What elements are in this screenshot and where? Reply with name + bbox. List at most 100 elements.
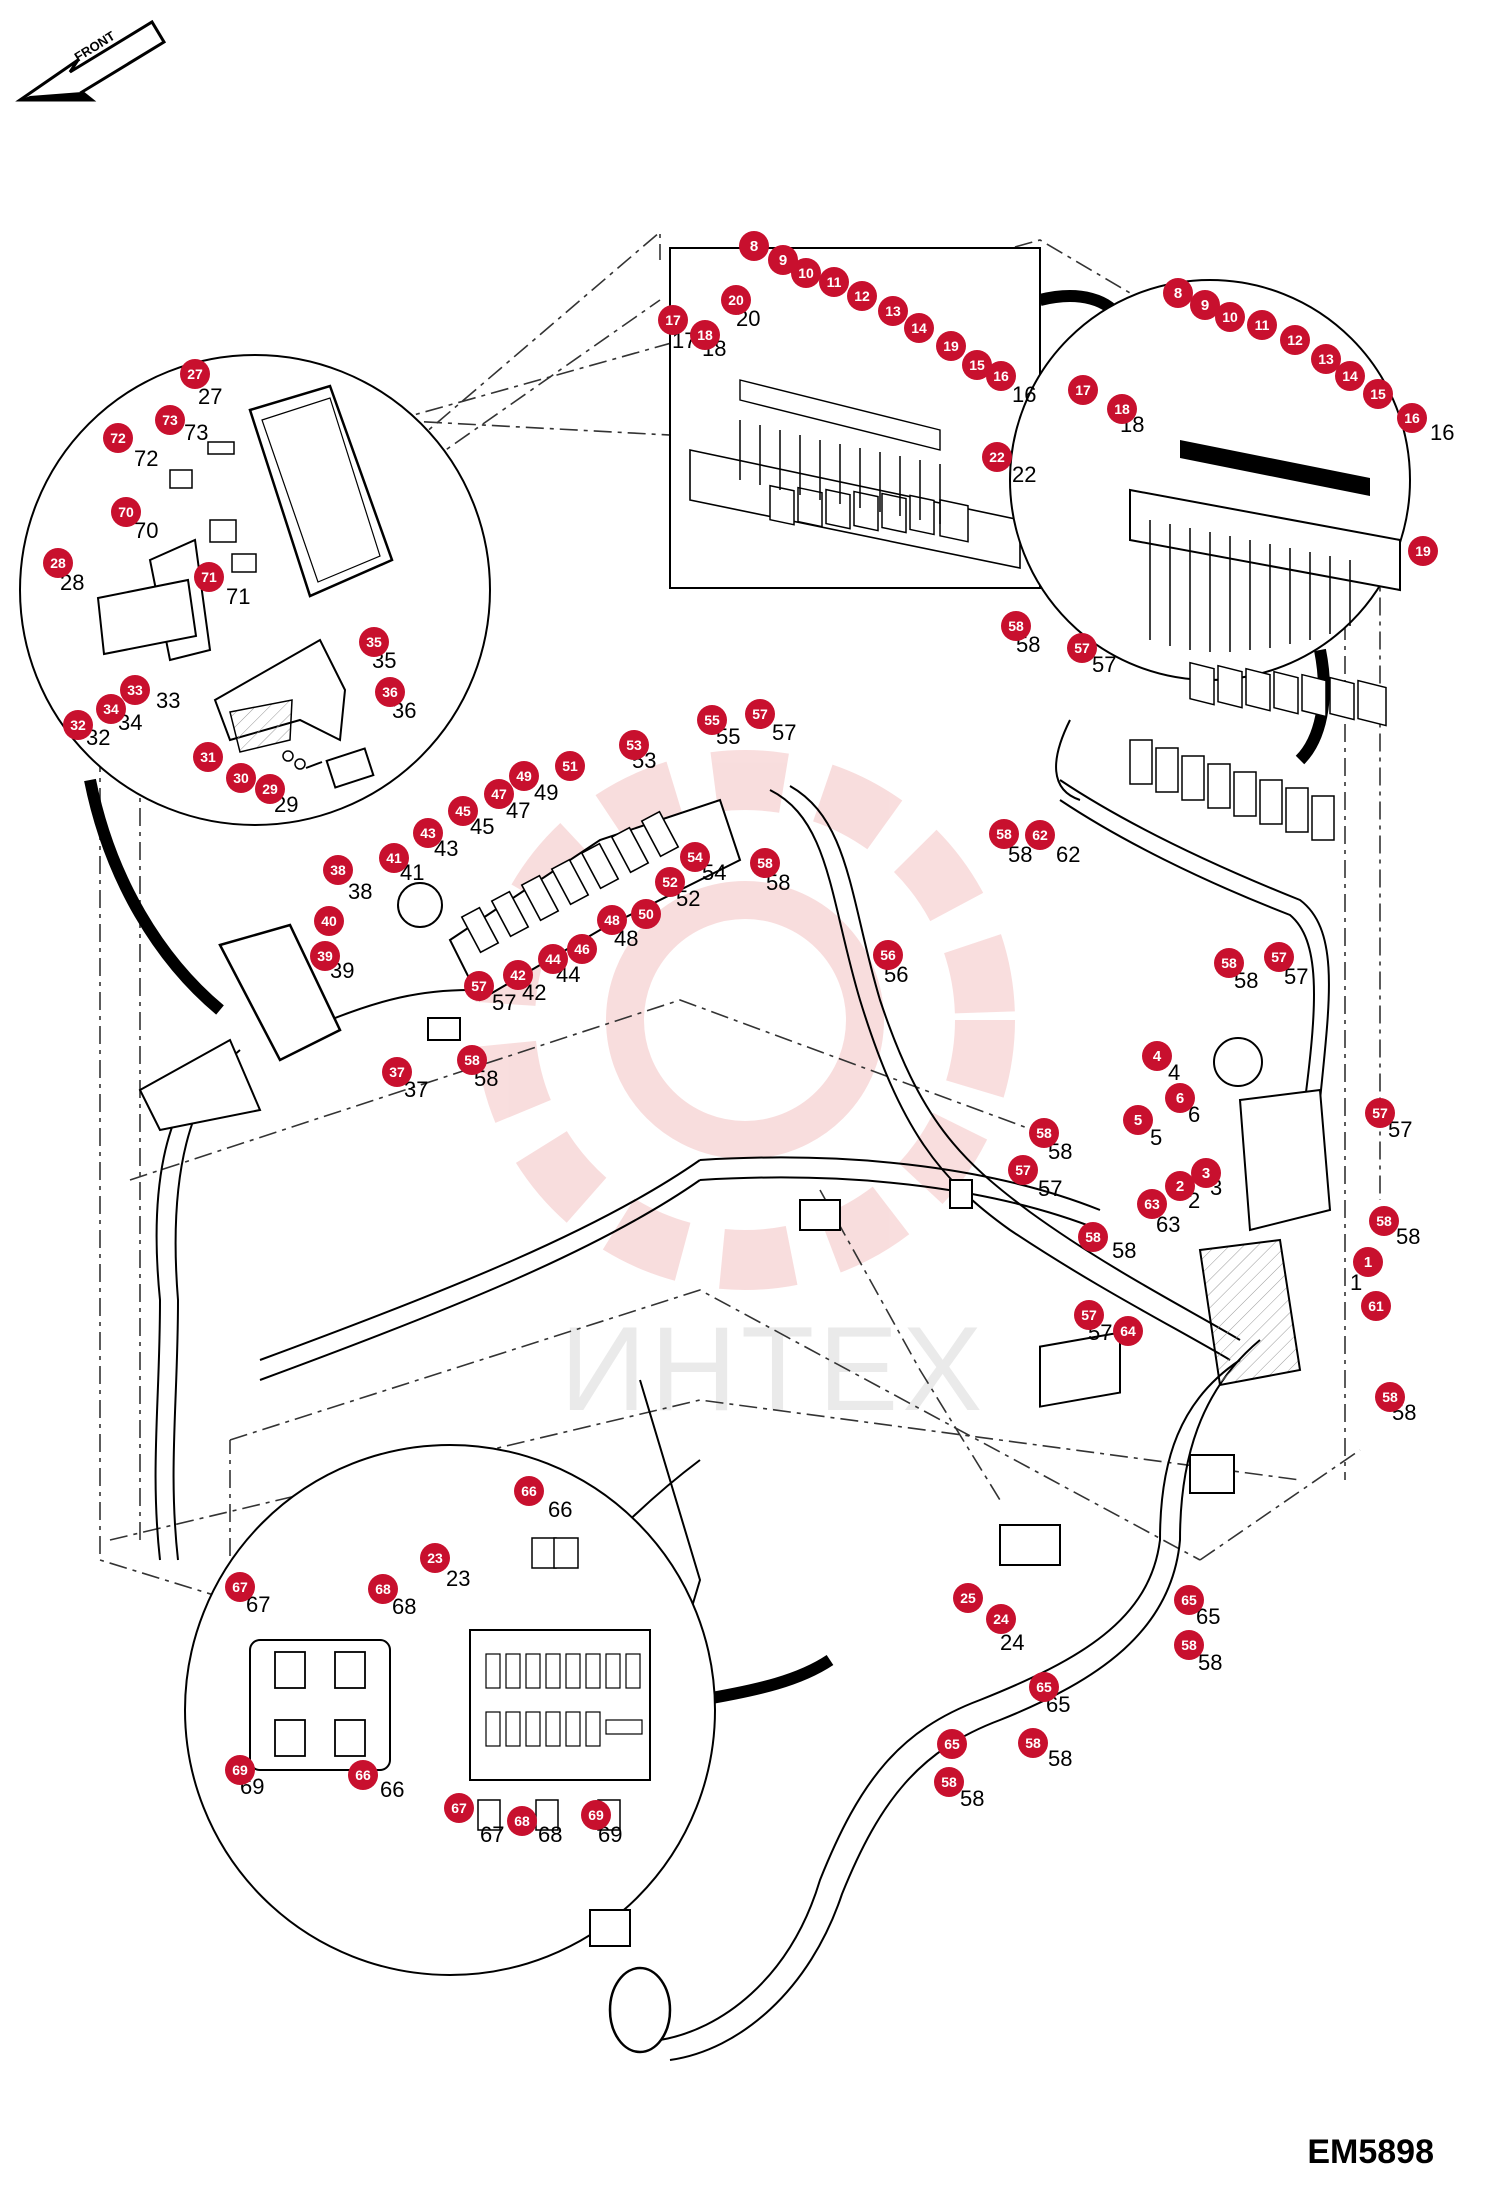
callout-circle xyxy=(368,1574,398,1604)
callout-badge: 52 xyxy=(655,867,685,897)
callout-badge: 65 xyxy=(1029,1672,1059,1702)
watermark: ИНТЕХ xyxy=(475,750,1015,1436)
callout-badge: 18 xyxy=(1107,394,1137,424)
callout-number: 33 xyxy=(127,682,143,698)
callout-badge: 73 xyxy=(155,405,185,435)
front-arrow: FRONT xyxy=(15,19,167,102)
callout-circle xyxy=(986,361,1016,391)
part-label: 57 xyxy=(492,990,516,1015)
callout-circle xyxy=(193,742,223,772)
callout-number: 11 xyxy=(827,274,842,290)
callout-circle xyxy=(658,305,688,335)
callout-number: 18 xyxy=(697,327,713,343)
callout-number: 30 xyxy=(233,770,249,786)
callout-number: 57 xyxy=(1074,640,1090,656)
callout-circle xyxy=(310,941,340,971)
callout-circle xyxy=(538,944,568,974)
callout-badge: 44 xyxy=(538,944,568,974)
callout-number: 14 xyxy=(1342,368,1358,384)
callout-badge: 46 xyxy=(567,934,597,964)
callout-circle xyxy=(1123,1105,1153,1135)
callout-badge: 68 xyxy=(368,1574,398,1604)
callout-circle xyxy=(1369,1206,1399,1236)
callout-number: 57 xyxy=(471,978,487,994)
callout-badge: 13 xyxy=(878,296,908,326)
callout-circle xyxy=(721,285,751,315)
callout-number: 16 xyxy=(993,368,1009,384)
callout-number: 57 xyxy=(1081,1307,1097,1323)
callout-number: 17 xyxy=(1075,382,1091,398)
callout-circle xyxy=(1067,633,1097,663)
callout-number: 71 xyxy=(201,569,217,585)
callout-badge: 16 xyxy=(986,361,1016,391)
part-label: 72 xyxy=(134,446,158,471)
callout-number: 58 xyxy=(1221,955,1237,971)
callout-circle xyxy=(982,442,1012,472)
callout-number: 19 xyxy=(943,338,959,354)
part-label: 6 xyxy=(1188,1102,1200,1127)
callout-badge: 61 xyxy=(1361,1291,1391,1321)
callout-number: 15 xyxy=(1370,386,1386,402)
callout-badge: 43 xyxy=(413,818,443,848)
callout-number: 57 xyxy=(752,706,768,722)
callout-circle xyxy=(1311,344,1341,374)
callout-badge: 45 xyxy=(448,796,478,826)
callout-badge: 67 xyxy=(225,1572,255,1602)
callout-badge: 4 xyxy=(1142,1041,1172,1071)
callout-circle xyxy=(1408,536,1438,566)
callout-number: 58 xyxy=(1025,1735,1041,1751)
callout-number: 67 xyxy=(451,1800,467,1816)
callout-circle xyxy=(581,1800,611,1830)
callout-number: 10 xyxy=(1222,309,1238,325)
callout-number: 61 xyxy=(1368,1298,1384,1314)
callout-number: 16 xyxy=(1404,410,1420,426)
part-label: 57 xyxy=(772,720,796,745)
callout-circle xyxy=(1137,1189,1167,1219)
callout-badge: 58 xyxy=(1018,1728,1048,1758)
callout-badge: 66 xyxy=(348,1760,378,1790)
callout-number: 65 xyxy=(944,1736,960,1752)
part-label: 62 xyxy=(1056,842,1080,867)
callout-circle xyxy=(934,1767,964,1797)
part-label: 5 xyxy=(1150,1125,1162,1150)
callout-badge: 8 xyxy=(739,231,769,261)
callout-badge: 58 xyxy=(934,1767,964,1797)
callout-circle xyxy=(348,1760,378,1790)
controller-assembly xyxy=(589,1037,1332,2054)
callout-number: 67 xyxy=(232,1579,248,1595)
callout-number: 18 xyxy=(1114,401,1130,417)
callout-badge: 63 xyxy=(1137,1189,1167,1219)
callout-circle xyxy=(111,497,141,527)
callout-number: 35 xyxy=(366,634,382,650)
callout-badge: 20 xyxy=(721,285,751,315)
callout-badge: 10 xyxy=(791,258,821,288)
part-label: 70 xyxy=(134,518,158,543)
callout-circle xyxy=(567,934,597,964)
callout-number: 12 xyxy=(854,288,870,304)
callout-circle xyxy=(1353,1247,1383,1277)
part-label: 33 xyxy=(156,688,180,713)
callout-number: 38 xyxy=(330,862,346,878)
part-label: 4 xyxy=(1168,1060,1180,1085)
callout-number: 56 xyxy=(880,947,896,963)
callout-badge: 65 xyxy=(1174,1585,1204,1615)
callout-number: 4 xyxy=(1153,1048,1162,1065)
callout-badge: 56 xyxy=(873,940,903,970)
callout-circle xyxy=(63,710,93,740)
callout-circle xyxy=(1174,1585,1204,1615)
callout-badge: 27 xyxy=(180,359,210,389)
callout-number: 36 xyxy=(382,684,398,700)
part-label: 68 xyxy=(538,1822,562,1847)
callout-badge: 49 xyxy=(509,761,539,791)
callout-badge: 53 xyxy=(619,730,649,760)
callout-badge: 12 xyxy=(847,281,877,311)
detail-circle-display xyxy=(19,354,491,826)
callout-badge: 58 xyxy=(1078,1222,1108,1252)
callout-badge: 6 xyxy=(1165,1083,1195,1113)
callout-badge: 19 xyxy=(936,331,966,361)
watermark-text: ИНТЕХ xyxy=(560,1302,986,1436)
callout-circle xyxy=(989,819,1019,849)
callout-circle xyxy=(359,627,389,657)
callout-badge: 65 xyxy=(937,1729,967,1759)
